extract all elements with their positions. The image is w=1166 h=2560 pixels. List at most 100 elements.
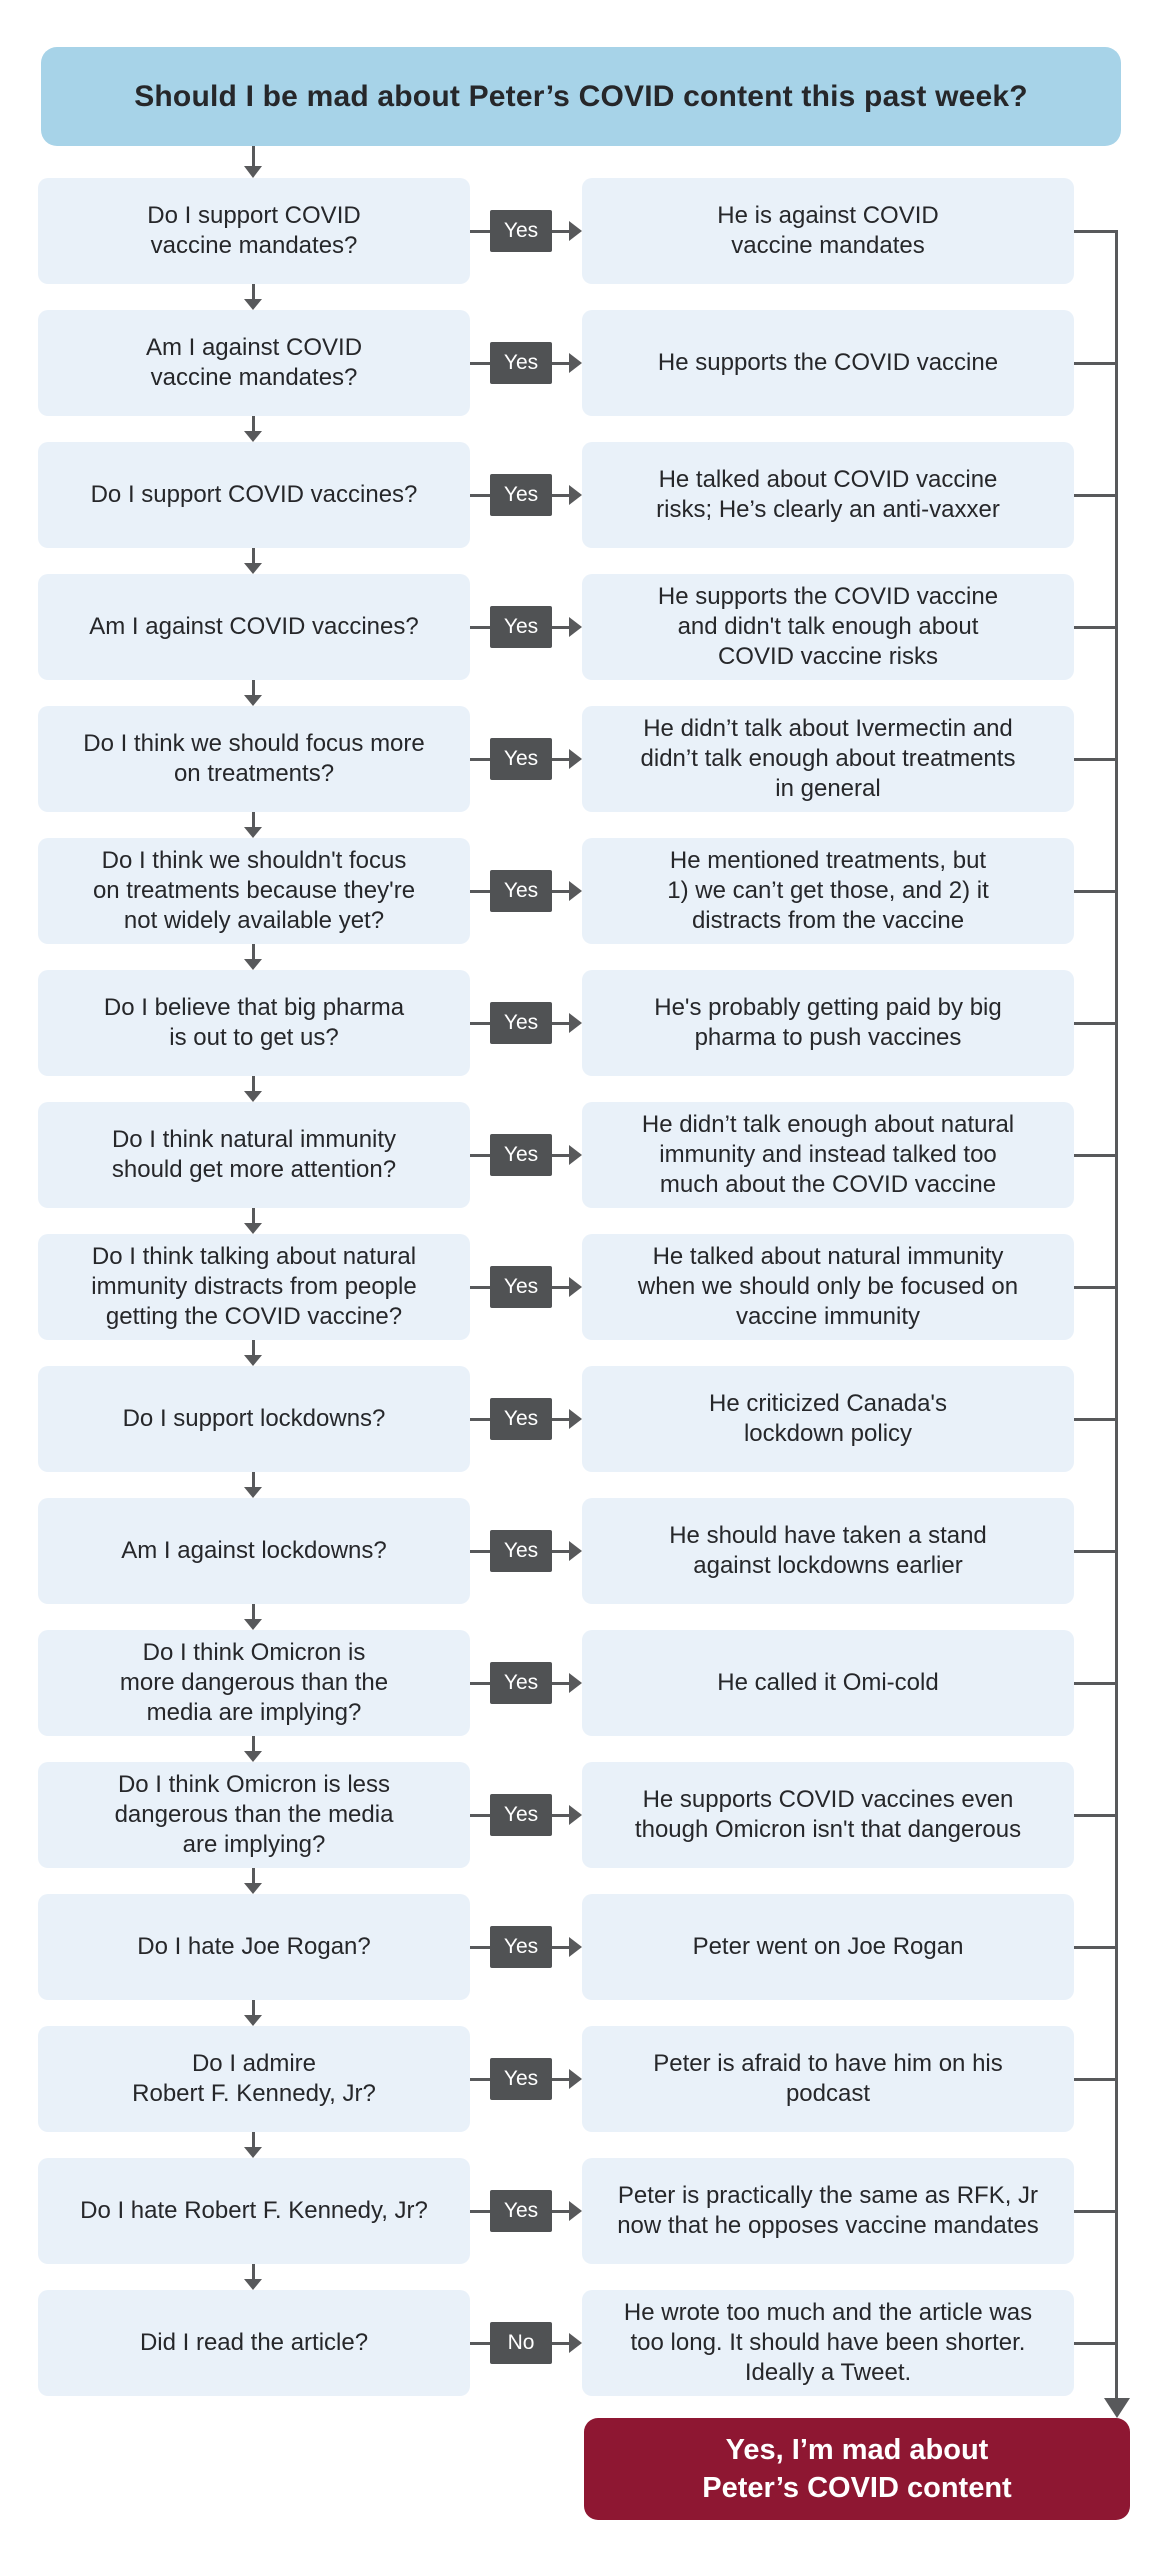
connector-line xyxy=(552,1814,570,1817)
arrow-right-icon xyxy=(569,1673,582,1693)
decision-badge-label: Yes xyxy=(503,1671,539,1694)
decision-badge: Yes xyxy=(490,342,552,384)
flow-row: Do I support COVID vaccines? Yes He talk… xyxy=(0,442,1166,574)
answer-text: He's probably getting paid by big pharma… xyxy=(654,994,1002,1051)
answer-text: He should have taken a stand against loc… xyxy=(669,1522,987,1579)
decision-badge: Yes xyxy=(490,606,552,648)
flow-row: Do I think Omicron is less dangerous tha… xyxy=(0,1762,1166,1894)
question-box: Do I think Omicron is less dangerous tha… xyxy=(38,1762,470,1868)
arrow-right-icon xyxy=(569,2201,582,2221)
connector-line xyxy=(552,758,570,761)
arrow-right-icon xyxy=(569,1805,582,1825)
arrow-right-icon xyxy=(569,221,582,241)
decision-badge-label: Yes xyxy=(503,219,539,242)
answer-box: Peter went on Joe Rogan xyxy=(582,1894,1074,2000)
question-box: Do I think natural immunity should get m… xyxy=(38,1102,470,1208)
arrow-stem xyxy=(252,1736,255,1752)
question-text: Do I think we shouldn't focus on treatme… xyxy=(92,847,416,934)
question-box: Do I support COVID vaccine mandates? xyxy=(38,178,470,284)
decision-badge-label: Yes xyxy=(503,1011,539,1034)
connector-line xyxy=(470,1550,490,1553)
decision-badge: Yes xyxy=(490,1134,552,1176)
arrow-stem xyxy=(252,1868,255,1884)
arrow-right-icon xyxy=(569,1409,582,1429)
question-box: Do I hate Joe Rogan? xyxy=(38,1894,470,2000)
collector-stub-line xyxy=(1074,1550,1118,1553)
collector-stub-line xyxy=(1074,1154,1118,1157)
arrow-right-icon xyxy=(569,1145,582,1165)
arrow-stem xyxy=(252,944,255,960)
collector-stub-line xyxy=(1074,1682,1118,1685)
arrow-head-icon xyxy=(244,431,262,442)
answer-text: He mentioned treatments, but 1) we can’t… xyxy=(667,847,989,934)
collector-stub-line xyxy=(1074,362,1118,365)
connector-line xyxy=(552,1682,570,1685)
question-text: Do I think talking about natural immunit… xyxy=(91,1243,417,1330)
arrow-head-icon xyxy=(244,2147,262,2158)
decision-badge-label: No xyxy=(507,2331,535,2354)
answer-box: Peter is practically the same as RFK, Jr… xyxy=(582,2158,1074,2264)
decision-badge: Yes xyxy=(490,738,552,780)
arrow-head-icon xyxy=(244,1355,262,1366)
arrow-stem xyxy=(252,1208,255,1224)
flow-row: Do I hate Joe Rogan? Yes Peter went on J… xyxy=(0,1894,1166,2026)
answer-box: He talked about COVID vaccine risks; He’… xyxy=(582,442,1074,548)
connector-line xyxy=(552,362,570,365)
collector-stub-line xyxy=(1074,2078,1118,2081)
decision-badge: Yes xyxy=(490,870,552,912)
decision-badge-label: Yes xyxy=(503,747,539,770)
decision-badge: Yes xyxy=(490,1398,552,1440)
answer-box: He called it Omi-cold xyxy=(582,1630,1074,1736)
question-text: Do I believe that big pharma is out to g… xyxy=(103,994,405,1051)
collector-stub-line xyxy=(1074,758,1118,761)
flow-row: Do I support lockdowns? Yes He criticize… xyxy=(0,1366,1166,1498)
connector-line xyxy=(552,230,570,233)
connector-line xyxy=(470,2078,490,2081)
decision-badge-label: Yes xyxy=(503,2199,539,2222)
arrow-head-icon xyxy=(244,1751,262,1762)
arrow-head-icon xyxy=(244,827,262,838)
arrow-stem xyxy=(252,2000,255,2016)
arrow-right-icon xyxy=(569,353,582,373)
question-box: Do I hate Robert F. Kennedy, Jr? xyxy=(38,2158,470,2264)
flow-row: Do I support COVID vaccine mandates? Yes… xyxy=(0,178,1166,310)
answer-box: He talked about natural immunity when we… xyxy=(582,1234,1074,1340)
collector-stub-line xyxy=(1074,890,1118,893)
connector-line xyxy=(470,1682,490,1685)
arrow-right-icon xyxy=(569,881,582,901)
question-box: Am I against COVID vaccines? xyxy=(38,574,470,680)
arrow-head-icon xyxy=(244,2015,262,2026)
question-text: Do I support lockdowns? xyxy=(122,1405,386,1432)
question-text: Am I against lockdowns? xyxy=(121,1537,387,1564)
question-text: Am I against COVID vaccines? xyxy=(89,613,419,640)
decision-badge: Yes xyxy=(490,210,552,252)
question-box: Do I think we should focus more on treat… xyxy=(38,706,470,812)
decision-badge-label: Yes xyxy=(503,1143,539,1166)
decision-badge: Yes xyxy=(490,1662,552,1704)
page-title: Should I be mad about Peter’s COVID cont… xyxy=(134,79,1028,113)
flow-row: Do I think natural immunity should get m… xyxy=(0,1102,1166,1234)
connector-line xyxy=(470,2342,490,2345)
decision-badge: No xyxy=(490,2322,552,2364)
answer-text: He didn’t talk enough about natural immu… xyxy=(641,1111,1015,1198)
arrow-head-icon xyxy=(244,563,262,574)
question-box: Do I support lockdowns? xyxy=(38,1366,470,1472)
collector-stub-line xyxy=(1074,230,1118,233)
answer-text: He wrote too much and the article was to… xyxy=(623,2299,1033,2386)
connector-line xyxy=(470,2210,490,2213)
flow-row: Do I think we shouldn't focus on treatme… xyxy=(0,838,1166,970)
question-text: Do I support COVID vaccines? xyxy=(90,481,418,508)
connector-line xyxy=(552,1418,570,1421)
collector-stub-line xyxy=(1074,1946,1118,1949)
flow-row: Do I hate Robert F. Kennedy, Jr? Yes Pet… xyxy=(0,2158,1166,2290)
collector-stub-line xyxy=(1074,1418,1118,1421)
connector-line xyxy=(470,1418,490,1421)
arrow-stem xyxy=(252,680,255,696)
arrow-stem xyxy=(252,1340,255,1356)
decision-badge: Yes xyxy=(490,474,552,516)
arrow-right-icon xyxy=(569,1541,582,1561)
decision-badge-label: Yes xyxy=(503,1407,539,1430)
connector-line xyxy=(470,626,490,629)
decision-badge: Yes xyxy=(490,2058,552,2100)
decision-badge: Yes xyxy=(490,1002,552,1044)
